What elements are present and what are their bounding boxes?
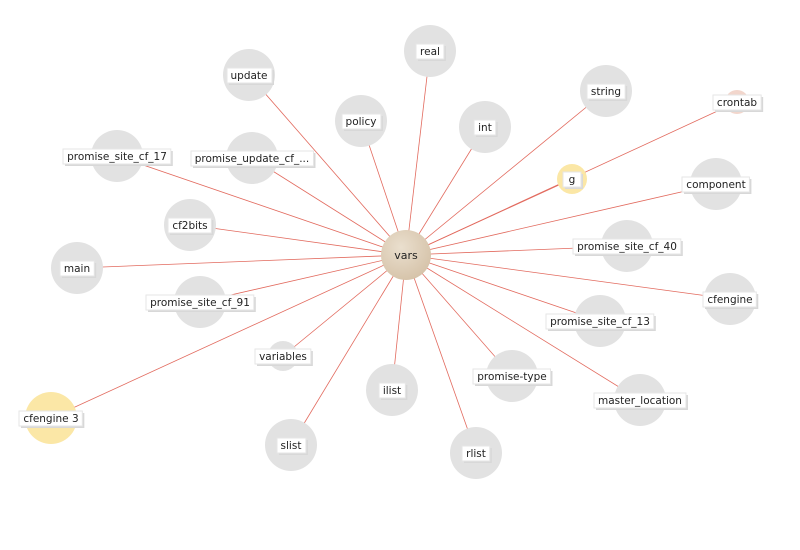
node-label-text-vars: vars	[394, 249, 418, 262]
edge-vars-variables	[282, 254, 407, 357]
labels-layer: real update string crontab policy int promise_…	[18, 43, 764, 463]
node-label-g: g	[562, 171, 583, 189]
node-label-text-promise_site_cf_17: promise_site_cf_17	[67, 151, 167, 163]
node-label-text-promise_site_cf_91: promise_site_cf_91	[150, 297, 250, 309]
node-label-promise_site_cf_13: promise_site_cf_13	[545, 313, 656, 331]
edge-vars-master_location	[405, 254, 641, 401]
label-box	[226, 67, 273, 84]
edge-vars-g	[405, 178, 573, 256]
node-label-text-ilist: ilist	[383, 385, 401, 397]
node-label-promise-type: promise-type	[472, 368, 553, 386]
edge-vars-promise_site_cf_17	[116, 155, 407, 256]
node-label-text-promise-type: promise-type	[477, 371, 547, 383]
node-label-cfengine_3: cfengine 3	[18, 410, 85, 428]
edge-vars-real	[405, 50, 431, 256]
label-box	[62, 148, 172, 165]
label-box	[378, 382, 406, 399]
edge-vars-promise_update_cf	[251, 157, 407, 256]
label-box	[593, 392, 687, 409]
node-label-cfengine: cfengine	[702, 291, 759, 309]
node-label-text-cfengine_3: cfengine 3	[23, 413, 78, 425]
node-label-slist: slist	[276, 437, 308, 455]
label-box	[545, 313, 655, 330]
edge-vars-cfengine_3	[50, 254, 407, 419]
label-box	[276, 437, 307, 454]
label-box	[562, 171, 582, 188]
label-box	[190, 150, 314, 167]
edge-vars-string	[405, 90, 607, 256]
node-label-text-master_location: master_location	[598, 395, 682, 407]
node-label-crontab: crontab	[712, 94, 764, 112]
node-label-promise_site_cf_40: promise_site_cf_40	[572, 238, 683, 256]
label-box	[254, 348, 312, 365]
edge-vars-main	[76, 254, 407, 269]
node-label-text-variables: variables	[259, 351, 307, 363]
label-box	[167, 217, 212, 234]
node-label-text-string: string	[591, 86, 621, 98]
label-box	[18, 410, 83, 427]
node-label-text-int: int	[478, 122, 492, 134]
node-label-promise_site_cf_17: promise_site_cf_17	[62, 148, 173, 166]
node-label-variables: variables	[254, 348, 313, 366]
label-box	[473, 119, 497, 136]
node-label-policy: policy	[341, 113, 383, 131]
label-box	[586, 83, 626, 100]
node-label-update: update	[226, 67, 274, 85]
node-label-text-component: component	[686, 179, 745, 191]
edge-vars-cf2bits	[189, 224, 407, 256]
label-box	[681, 176, 750, 193]
node-label-ilist: ilist	[378, 382, 408, 400]
node-label-text-promise_update_cf: promise_update_cf_...	[195, 153, 309, 165]
edge-vars-promise_site_cf_13	[405, 254, 601, 322]
node-label-text-crontab: crontab	[717, 97, 757, 109]
node-label-cf2bits: cf2bits	[167, 217, 214, 235]
edge-vars-cfengine	[405, 254, 731, 300]
node-label-text-main: main	[64, 263, 90, 275]
node-label-text-g: g	[569, 174, 576, 186]
label-box	[461, 445, 491, 462]
node-label-text-cfengine: cfengine	[707, 294, 752, 306]
node-label-text-rlist: rlist	[466, 448, 486, 460]
edge-vars-update	[248, 74, 407, 256]
node-label-string: string	[586, 83, 628, 101]
node-label-text-update: update	[231, 70, 268, 82]
node-label-component: component	[681, 176, 752, 194]
node-label-real: real	[415, 43, 446, 61]
node-label-text-cf2bits: cf2bits	[172, 220, 207, 232]
edge-vars-slist	[290, 254, 407, 446]
node-label-vars: vars	[394, 249, 418, 262]
node-label-text-promise_site_cf_40: promise_site_cf_40	[577, 241, 677, 253]
node-label-promise_site_cf_91: promise_site_cf_91	[145, 294, 256, 312]
node-label-int: int	[473, 119, 498, 137]
label-box	[472, 368, 551, 385]
label-box	[415, 43, 445, 60]
node-label-main: main	[59, 260, 97, 278]
node-vars[interactable]	[381, 230, 431, 280]
edges-layer	[50, 50, 738, 454]
label-box	[341, 113, 382, 130]
edge-vars-rlist	[405, 254, 477, 454]
label-box	[702, 291, 757, 308]
node-label-text-promise_site_cf_13: promise_site_cf_13	[550, 316, 650, 328]
edge-vars-promise-type	[405, 254, 513, 377]
label-box	[145, 294, 255, 311]
node-label-promise_update_cf: promise_update_cf_...	[190, 150, 316, 168]
edge-vars-component	[405, 183, 717, 256]
node-label-master_location: master_location	[593, 392, 688, 410]
node-label-text-policy: policy	[346, 116, 377, 128]
node-label-rlist: rlist	[461, 445, 492, 463]
edge-vars-promise_site_cf_91	[199, 254, 407, 303]
label-box	[712, 94, 762, 111]
node-label-text-real: real	[420, 46, 440, 58]
label-box	[572, 238, 682, 255]
node-label-text-slist: slist	[281, 440, 302, 452]
label-box	[59, 260, 95, 277]
